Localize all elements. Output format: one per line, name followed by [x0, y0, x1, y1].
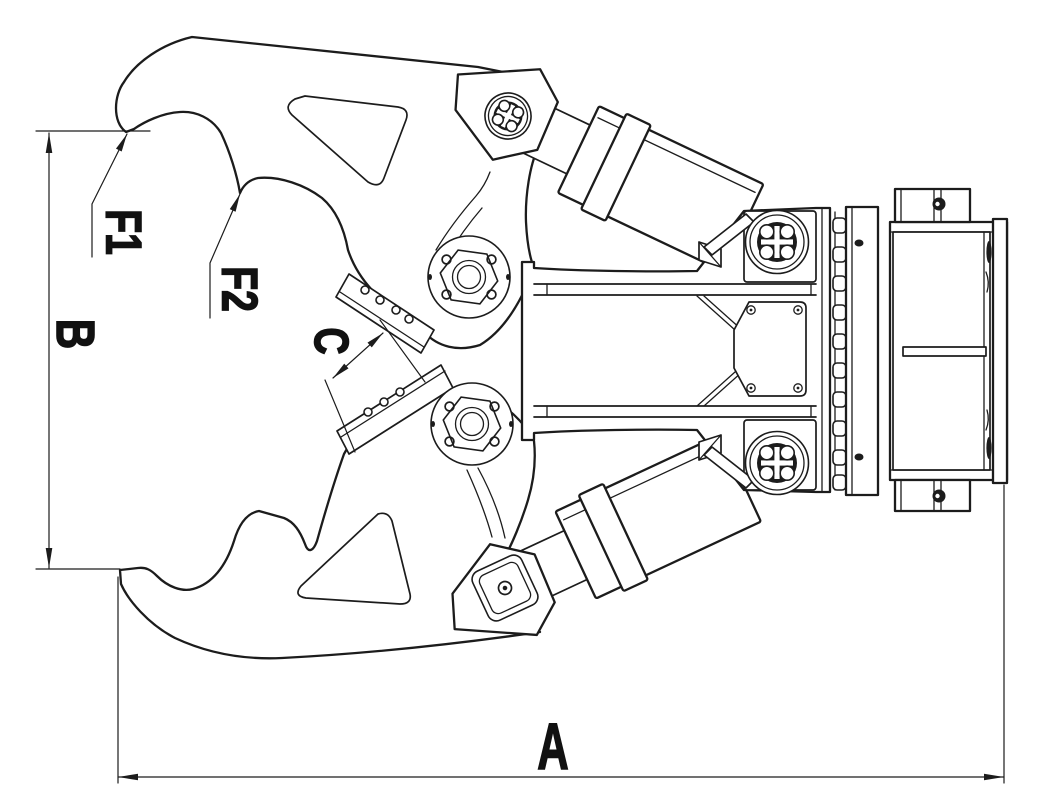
bolt-flange-strip	[832, 209, 847, 493]
upper-tooth-rack	[335, 273, 435, 354]
dim-c	[324, 319, 426, 453]
main-pivot-hub-upper	[427, 235, 511, 319]
lower-jaw	[118, 387, 542, 660]
lower-jaw-cutout	[297, 512, 412, 605]
dim-a	[117, 484, 1005, 784]
bracket-bottom-lug	[893, 478, 972, 513]
cylinder-pin-hub-upper	[484, 92, 532, 140]
leader-f1	[91, 133, 128, 258]
lower-cylinder	[451, 434, 762, 637]
frame-pin-hub-lower	[744, 430, 810, 496]
dimension-label-a: A	[537, 709, 568, 783]
leader-f2	[209, 193, 241, 319]
mounting-bracket	[844, 187, 1009, 513]
dimension-label-c: C	[304, 327, 358, 354]
main-pivot-hub-lower	[430, 382, 514, 466]
frame-pin-hub-upper	[744, 209, 810, 275]
dim-b	[35, 130, 151, 570]
rod-clevis-pad	[471, 554, 539, 622]
bracket-top-lug	[893, 187, 972, 224]
upper-jaw-cutout	[287, 95, 408, 186]
frame-cover-plate	[733, 301, 807, 397]
dimension-label-b: B	[45, 319, 105, 349]
dimension-label-f1: F1	[95, 209, 152, 255]
dimension-label-f2: F2	[211, 266, 268, 312]
